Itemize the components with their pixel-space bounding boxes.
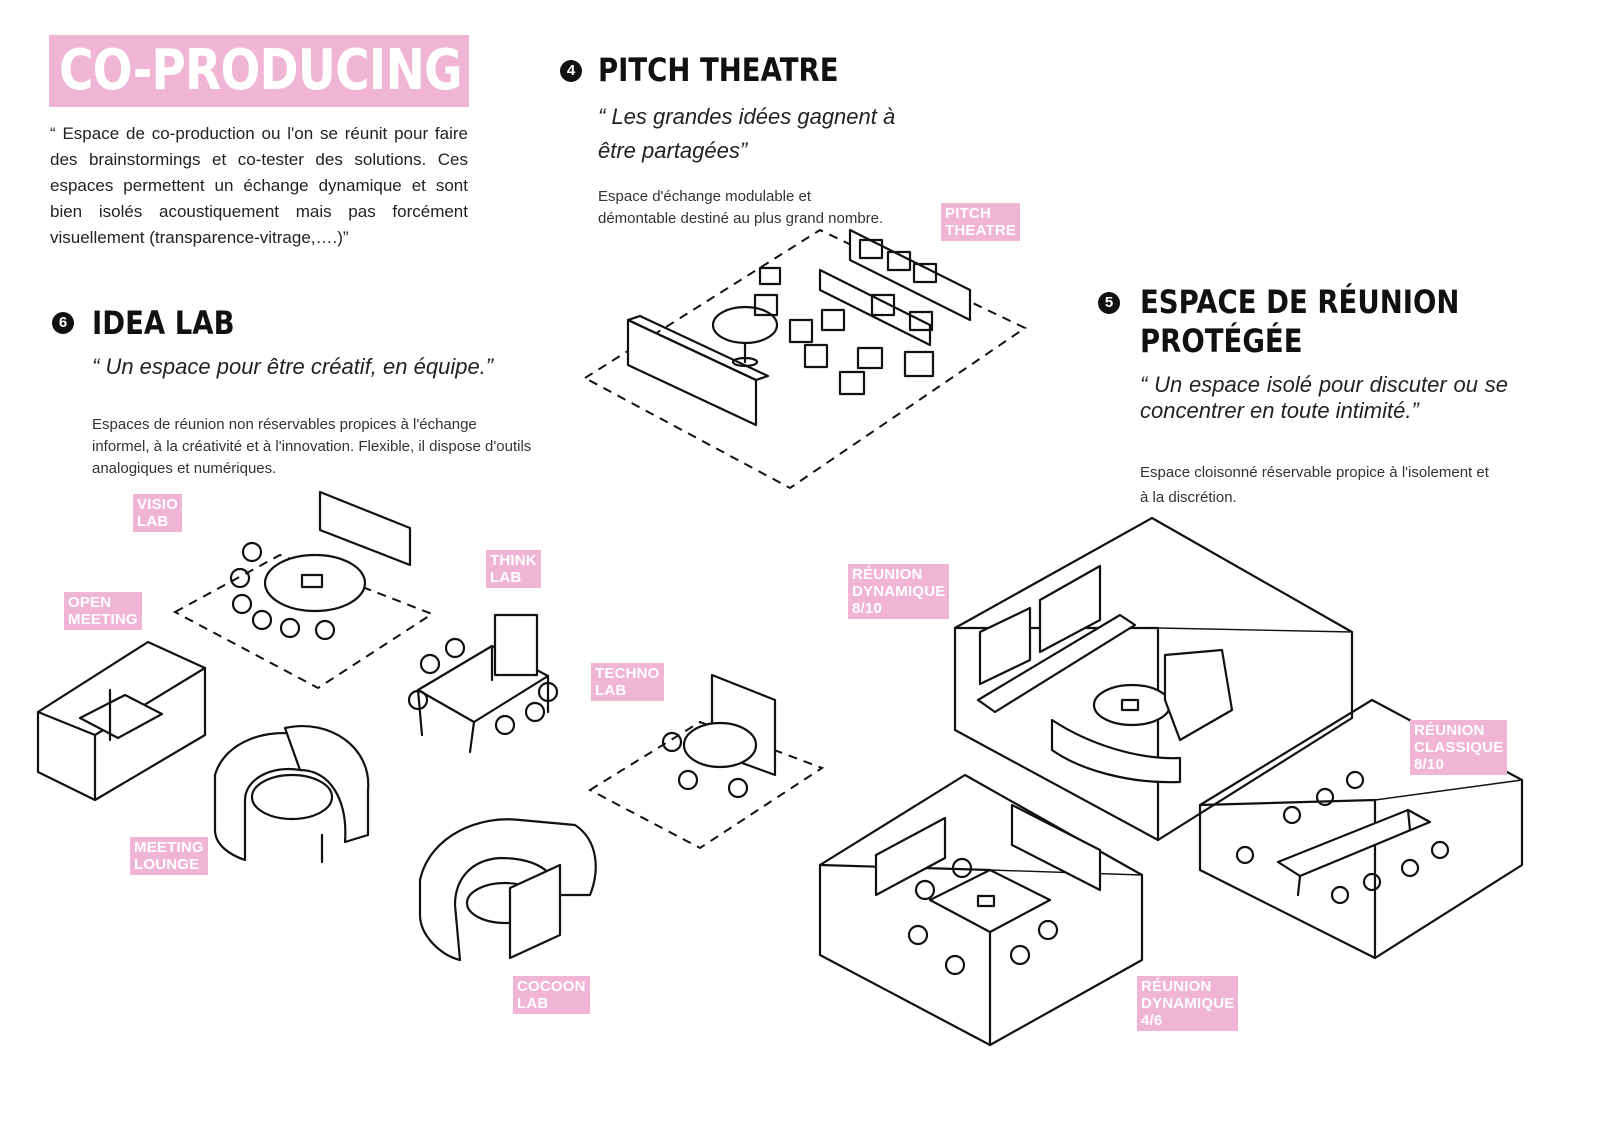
- pitch-theatre-sketch: [583, 228, 1028, 490]
- think-lab-sketch: [407, 613, 559, 754]
- tag-visio-lab: VISIO LAB: [133, 494, 183, 532]
- tag-reunion-classique-8-10: RÉUNION CLASSIQUE 8/10: [1410, 720, 1508, 775]
- section-number-idea: 6: [52, 312, 74, 334]
- section-quote-pitch: “ Les grandes idées gagnent à être parta…: [598, 104, 896, 163]
- tag-cocoon-lab: COCOON LAB: [513, 976, 590, 1014]
- tag-meeting-lounge: MEETING LOUNGE: [130, 837, 208, 875]
- tag-pitch-theatre: PITCH THEATRE: [941, 203, 1021, 241]
- section-title-idea: IDEA LAB: [92, 304, 235, 342]
- section-title-pitch: PITCH THEATRE: [598, 51, 839, 89]
- meeting-lounge-sketch: [213, 725, 370, 864]
- reunion-classique-8-10-sketch: [1198, 698, 1524, 960]
- page-title: CO-PRODUCING: [59, 38, 463, 103]
- section-number-reunion: 5: [1098, 292, 1120, 314]
- tag-reunion-dynamique-8-10: RÉUNION DYNAMIQUE 8/10: [848, 564, 950, 619]
- tag-open-meeting: OPEN MEETING: [64, 592, 142, 630]
- section-number-pitch: 4: [560, 60, 582, 82]
- tag-think-lab: THINK LAB: [486, 550, 541, 588]
- section-title-reunion-line2: PROTÉGÉE: [1140, 322, 1303, 360]
- section-title-reunion-line1: ESPACE DE RÉUNION: [1140, 283, 1460, 321]
- page-title-box: CO-PRODUCING: [49, 35, 469, 107]
- tag-reunion-dynamique-4-6: RÉUNION DYNAMIQUE 4/6: [1137, 976, 1239, 1031]
- section-quote-reunion: “ Un espace isolé pour discuter ou se co…: [1140, 372, 1508, 423]
- section-desc-idea: Espaces de réunion non réservables propi…: [92, 416, 532, 477]
- tag-techno-lab: TECHNO LAB: [591, 663, 664, 701]
- reunion-dynamique-8-10-sketch: [953, 516, 1354, 842]
- section-quote-idea: “ Un espace pour être créatif, en équipe…: [92, 354, 494, 379]
- reunion-dynamique-4-6-sketch: [818, 773, 1144, 1047]
- section-desc-reunion: Espace cloisonné réservable propice à l'…: [1140, 464, 1489, 506]
- techno-lab-sketch: [587, 673, 825, 850]
- visio-lab-sketch: [172, 490, 435, 690]
- intro-text: “ Espace de co-production ou l'on se réu…: [50, 124, 468, 247]
- open-meeting-sketch: [36, 640, 207, 802]
- section-desc-pitch: Espace d'échange modulable et démontable…: [598, 188, 884, 227]
- cocoon-lab-sketch: [418, 818, 597, 962]
